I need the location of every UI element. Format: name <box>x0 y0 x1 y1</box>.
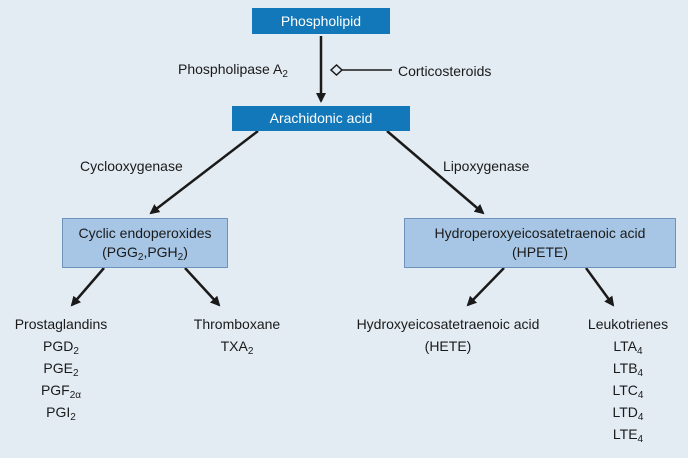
prostaglandins-title: Prostaglandins <box>14 316 108 332</box>
list-item: LTE4 <box>612 426 644 445</box>
inhibition-diamond-icon <box>329 63 344 77</box>
arrow-cyclic-to-thromboxane <box>184 267 221 307</box>
leukotrienes-title: Leukotrienes <box>587 316 669 332</box>
arrow-arachidonic-to-cyclic <box>149 130 259 215</box>
arachidonic-acid-box: Arachidonic acid <box>232 106 410 131</box>
list-item: LTC4 <box>612 382 644 401</box>
arrow-arachidonic-to-hpete <box>386 130 485 215</box>
thromboxane-column: Thromboxane TXA2 <box>178 313 296 357</box>
arrow-hpete-to-hete <box>466 267 505 307</box>
prostaglandins-column: Prostaglandins PGD2 PGE2 PGF2α PGI2 <box>2 313 120 423</box>
list-item: LTA4 <box>613 338 643 357</box>
phospholipid-label: Phospholipid <box>280 12 362 29</box>
cyclic-endoperoxides-line1: Cyclic endoperoxides <box>78 225 212 241</box>
hpete-line1: Hydroperoxyeicosatetraenoic acid <box>434 225 646 241</box>
list-item: PGD2 <box>43 338 79 357</box>
list-item: LTB4 <box>612 360 644 379</box>
corticosteroids-label: Corticosteroids <box>398 63 492 79</box>
hpete-box: Hydroperoxyeicosatetraenoic acid (HPETE) <box>404 218 676 268</box>
list-item: LTD4 <box>612 404 644 423</box>
thromboxane-title: Thromboxane <box>193 316 281 332</box>
cyclic-endoperoxides-line2: (PGG2,PGH2) <box>102 244 188 263</box>
hete-title: Hydroxyeicosatetraenoic acid <box>356 316 540 332</box>
list-item: (HETE) <box>424 338 472 354</box>
list-item: TXA2 <box>220 338 254 357</box>
hpete-line2: (HPETE) <box>512 244 568 260</box>
lipoxygenase-label: Lipoxygenase <box>443 158 530 174</box>
cyclic-endoperoxides-box: Cyclic endoperoxides (PGG2,PGH2) <box>62 218 228 268</box>
list-item: PGF2α <box>40 382 82 401</box>
hete-column: Hydroxyeicosatetraenoic acid (HETE) <box>342 313 554 357</box>
list-item: PGI2 <box>46 404 76 423</box>
list-item: PGE2 <box>43 360 79 379</box>
cyclooxygenase-label: Cyclooxygenase <box>80 158 183 174</box>
arrow-cyclic-to-prostaglandins <box>70 267 105 307</box>
arrow-hpete-to-leukotrienes <box>584 267 615 307</box>
phospholipase-label: Phospholipase A2 <box>178 61 288 80</box>
arachidonic-acid-label: Arachidonic acid <box>269 110 373 126</box>
phospholipid-box: Phospholipid <box>252 8 390 34</box>
leukotrienes-column: Leukotrienes LTA4 LTB4 LTC4 LTD4 LTE4 <box>574 313 682 445</box>
